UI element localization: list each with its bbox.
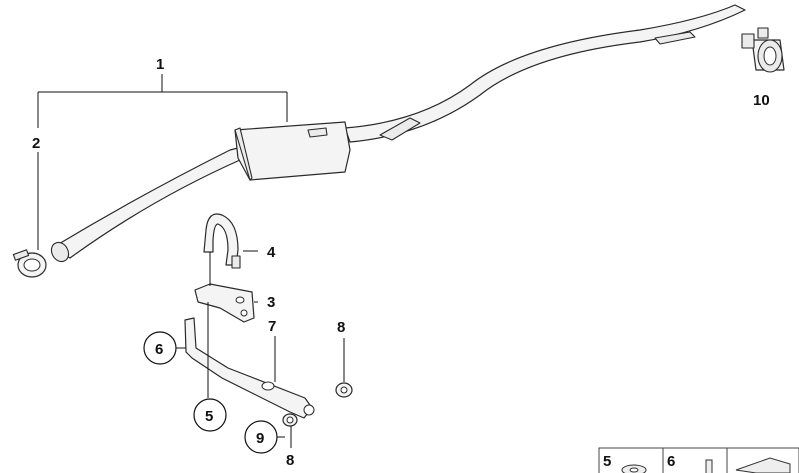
callout-2: 2 — [32, 135, 40, 152]
callout-8-upper: 8 — [337, 319, 345, 336]
legend-thumbnails: 5 6 — [598, 447, 799, 473]
support-bracket — [184, 317, 315, 419]
hex-nut-upper — [335, 382, 353, 398]
callout-6: 6 — [155, 341, 163, 358]
hex-nut-lower — [282, 413, 298, 427]
exhaust-pipe — [50, 4, 746, 263]
callout-1: 1 — [156, 56, 164, 73]
pipe-clamp-right — [741, 27, 785, 73]
callout-5-circle: 5 — [193, 398, 227, 432]
pipe-clamp-left — [12, 249, 47, 278]
callout-6-circle: 6 — [143, 331, 177, 365]
callout-3: 3 — [267, 294, 275, 311]
callout-5: 5 — [205, 408, 213, 425]
center-muffler — [234, 121, 351, 181]
hanger-strap — [203, 213, 241, 269]
callout-9: 9 — [256, 430, 264, 447]
callout-10: 10 — [753, 92, 770, 109]
callout-8-lower: 8 — [286, 452, 294, 469]
rubber-mount — [194, 283, 255, 323]
callout-7: 7 — [268, 318, 276, 335]
legend-item-6: 6 — [667, 453, 675, 470]
legend-item-5: 5 — [603, 453, 611, 470]
stud-icon — [705, 459, 713, 473]
callout-4: 4 — [267, 244, 276, 261]
callout-9-circle: 9 — [244, 420, 278, 454]
